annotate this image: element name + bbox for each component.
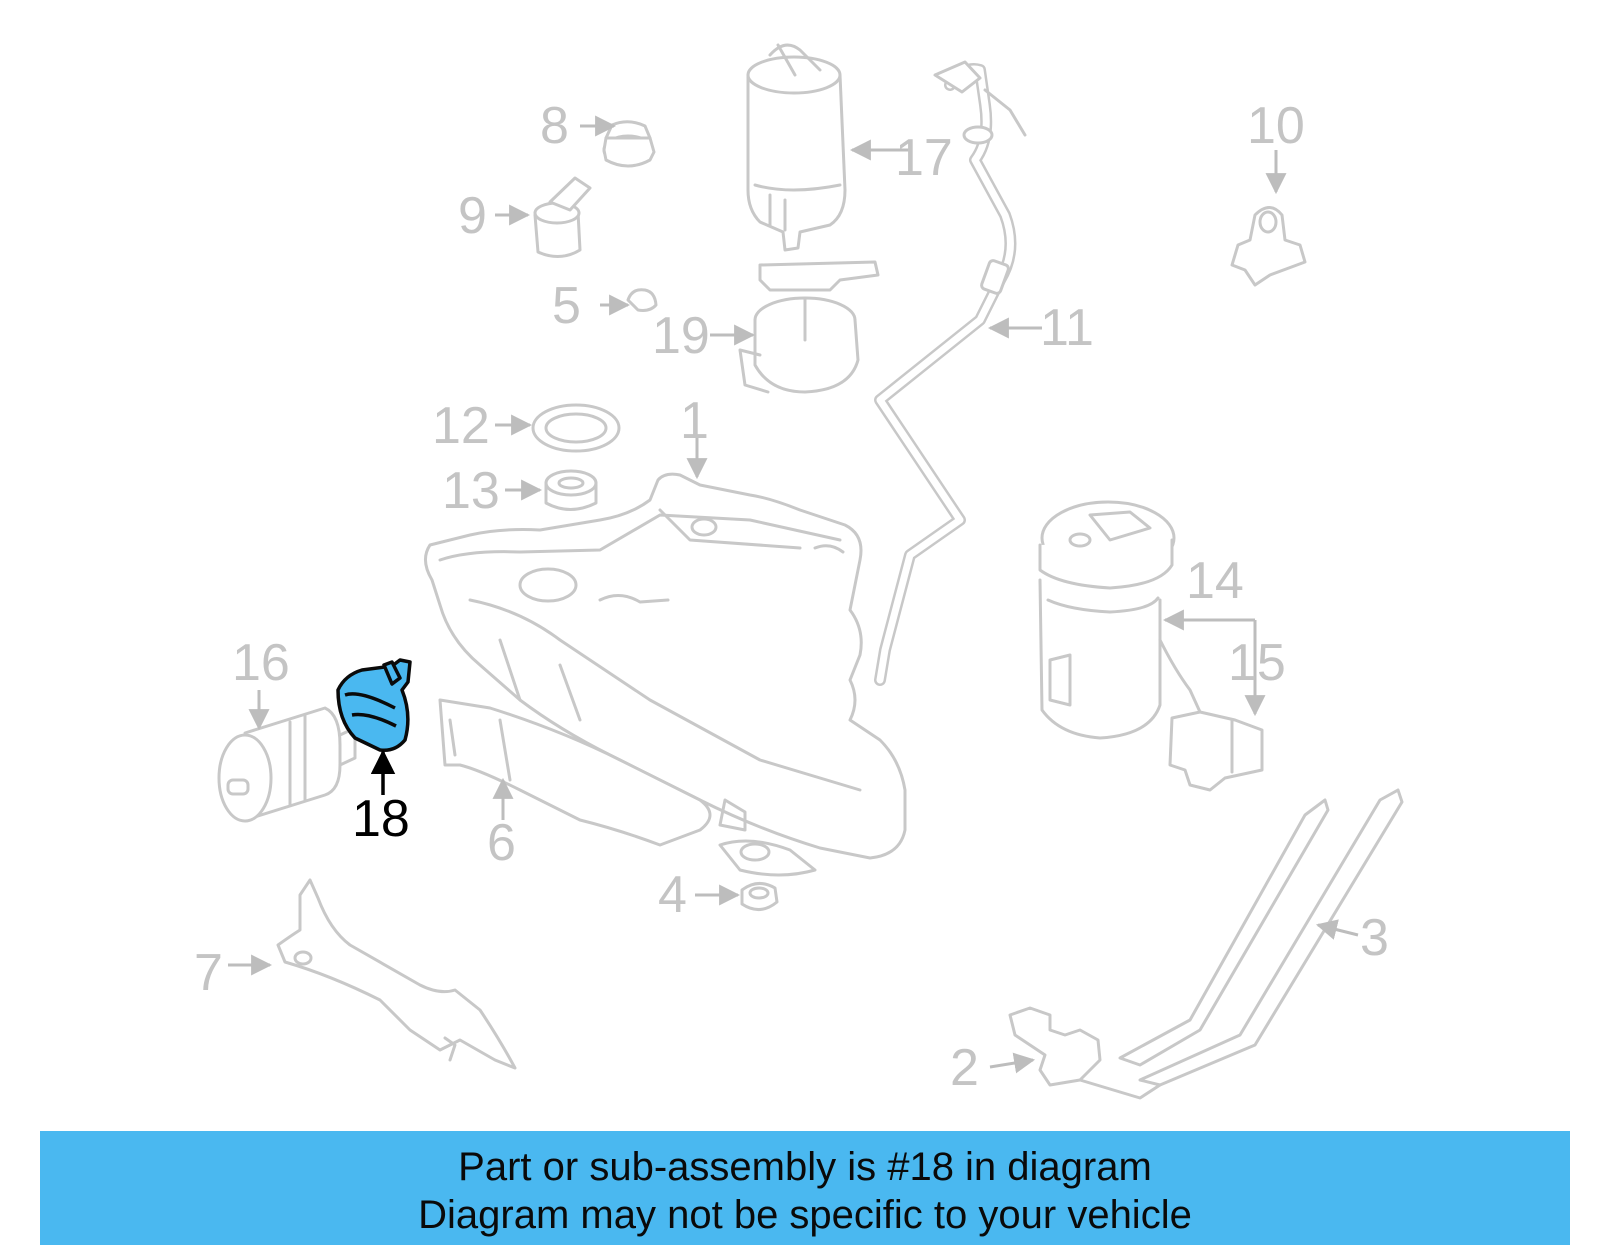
cap-part [602, 120, 656, 168]
nut-part [626, 288, 658, 312]
callout-3: 3 [1360, 909, 1389, 967]
tank-strap-part [1118, 788, 1404, 1087]
callout-17: 17 [895, 129, 953, 187]
callout-11: 11 [1040, 299, 1094, 357]
seal-ring-part [531, 403, 621, 453]
grommet-part [740, 882, 779, 911]
callout-15: 15 [1228, 634, 1286, 692]
callout-labels: 1 2 3 4 5 6 7 8 9 10 11 12 13 14 15 16 1… [194, 97, 1389, 1097]
callout-8: 8 [540, 97, 569, 155]
callout-14: 14 [1186, 552, 1244, 610]
callout-2: 2 [950, 1039, 979, 1097]
callout-18: 18 [352, 790, 410, 848]
callout-5: 5 [552, 277, 581, 335]
level-sensor-part [1158, 638, 1264, 792]
canister-part [746, 43, 847, 252]
banner-line-disclaimer: Diagram may not be specific to your vehi… [418, 1193, 1192, 1237]
callout-9: 9 [458, 187, 487, 245]
heat-shield-part [438, 698, 712, 847]
gasket-part [544, 469, 598, 511]
fuel-filter-part [217, 706, 357, 823]
canister-bracket-part [738, 260, 880, 394]
fuel-tank-part [424, 472, 907, 877]
highlighted-part-18 [336, 658, 412, 753]
callout-4: 4 [658, 866, 687, 924]
fuel-pump-module-part [1038, 500, 1176, 740]
bracket-part [276, 878, 517, 1070]
callout-10: 10 [1247, 97, 1305, 155]
valve-part [533, 176, 592, 258]
callout-1: 1 [680, 392, 709, 450]
fill-hose-part [874, 60, 1027, 686]
callout-16: 16 [232, 634, 290, 692]
callout-arrows [228, 115, 1359, 1074]
callout-6: 6 [487, 814, 516, 872]
callout-7: 7 [194, 944, 223, 1002]
callout-13: 13 [442, 462, 500, 520]
banner-line-part-number: Part or sub-assembly is #18 in diagram [458, 1145, 1152, 1189]
info-banner: Part or sub-assembly is #18 in diagram D… [40, 1131, 1570, 1245]
connector-part [1230, 206, 1307, 287]
callout-12: 12 [432, 397, 490, 455]
strap-bracket-part [1008, 1006, 1162, 1100]
callout-19: 19 [652, 307, 710, 365]
